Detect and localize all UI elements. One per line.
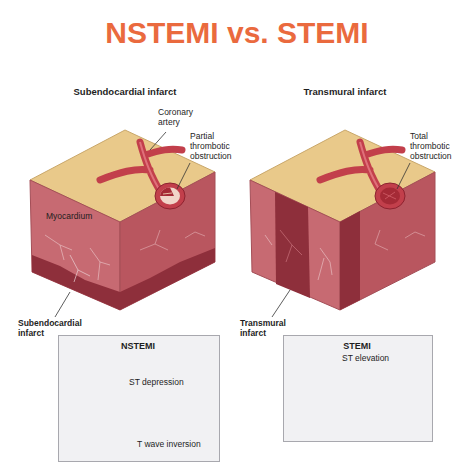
part-label: Total thrombotic obstruction [410,132,462,161]
title: NSTEMI vs. STEMI [0,16,474,51]
heart-wall-block [30,130,215,310]
annotation: ST depression [129,378,184,388]
part-label: Partial thrombotic obstruction [190,132,240,161]
ecg-box: NSTEMI ST depression T wave inversion [58,335,220,462]
annotation: T wave inversion [137,440,201,450]
part-label: Myocardium [46,212,92,222]
annotation: ST elevation [342,354,389,364]
heart-wall-block [250,130,435,310]
ecg-box: STEMI ST elevation [283,335,433,442]
box-heading: STEMI [284,341,430,351]
box-heading: NSTEMI [59,341,217,351]
panel-heading: Transmural infarct [250,87,440,98]
panel-heading: Subendocardial infarct [30,87,220,98]
part-label: Coronary artery [158,108,202,128]
leader-lines [55,132,410,317]
